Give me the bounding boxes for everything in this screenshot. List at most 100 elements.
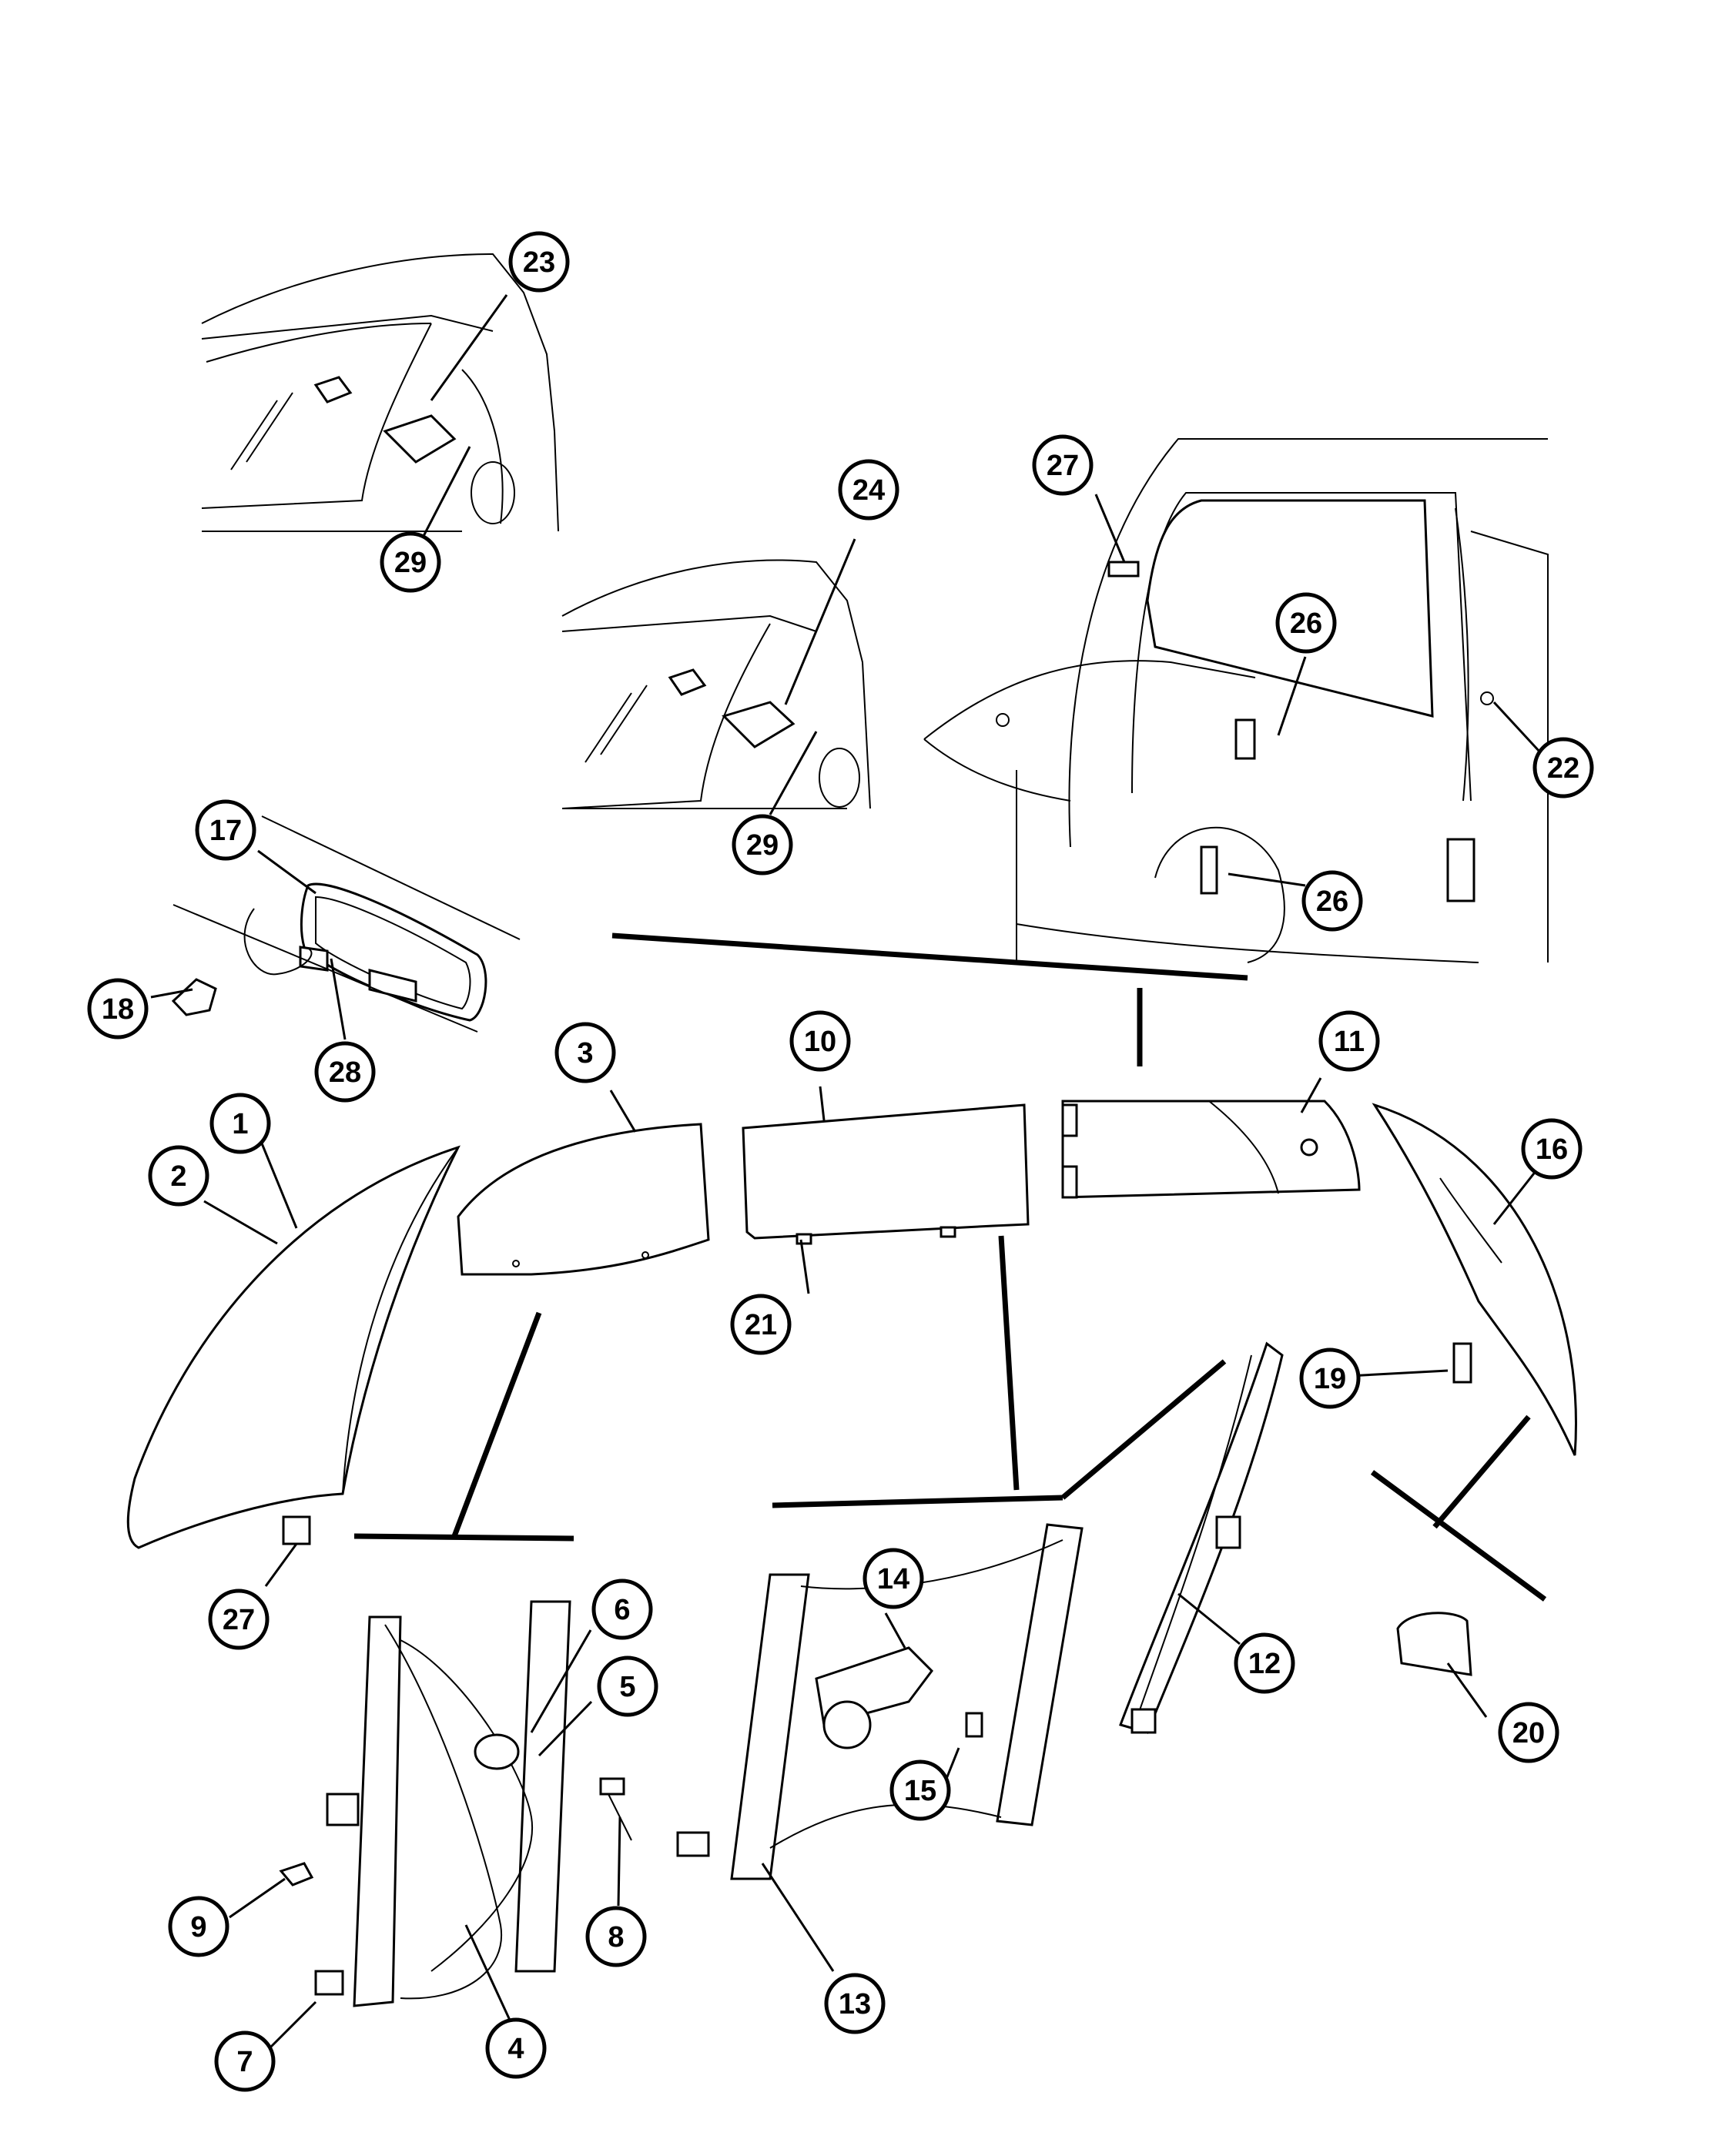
callout-c24: 24	[838, 459, 899, 521]
callout-number: 18	[102, 993, 134, 1026]
callout-c28: 28	[314, 1041, 376, 1103]
callout-number: 17	[209, 815, 242, 847]
callout-circle	[554, 1022, 616, 1083]
callout-number: 5	[619, 1671, 635, 1703]
callout-circle	[485, 2017, 547, 2079]
front-window-regulator	[279, 1600, 632, 2007]
callout-c15: 15	[889, 1759, 951, 1821]
run-channel	[1119, 1341, 1284, 1734]
callout-c6: 6	[591, 1578, 653, 1640]
callout-number: 29	[746, 829, 779, 862]
callout-number: 14	[877, 1563, 909, 1595]
callout-circle	[838, 459, 899, 521]
callout-circle	[1521, 1118, 1583, 1180]
callout-number: 26	[1290, 608, 1322, 640]
quarter-glass	[1061, 1100, 1361, 1199]
callout-number: 23	[523, 246, 555, 279]
callout-c12: 12	[1234, 1632, 1295, 1694]
callout-c16: 16	[1521, 1118, 1583, 1180]
callout-number: 13	[839, 1988, 871, 2020]
callout-number: 26	[1316, 886, 1348, 918]
callout-circle	[314, 1041, 376, 1103]
callout-circle	[585, 1906, 647, 1967]
callout-c27a: 27	[1032, 434, 1094, 496]
leader-lines	[150, 294, 1542, 2054]
callout-number: 2	[170, 1160, 186, 1193]
callout-circle	[1032, 434, 1094, 496]
liftgate-interior-view-2	[561, 559, 871, 809]
spacer-block	[1452, 1342, 1472, 1384]
callout-c21: 21	[730, 1294, 792, 1355]
callout-circle	[380, 531, 441, 593]
callout-circle	[208, 1589, 270, 1650]
callout-circle	[789, 1010, 851, 1072]
callout-c4: 4	[485, 2017, 547, 2079]
rear-door-glass	[742, 1103, 1030, 1245]
callout-number: 8	[608, 1921, 624, 1953]
callout-number: 1	[232, 1108, 248, 1140]
callout-c10: 10	[789, 1010, 851, 1072]
callout-c17: 17	[195, 799, 256, 861]
callout-circle	[209, 1093, 271, 1154]
callout-number: 16	[1536, 1133, 1568, 1166]
callout-number: 11	[1334, 1026, 1365, 1058]
callout-c13: 13	[824, 1973, 886, 2034]
callout-circle	[591, 1578, 653, 1640]
callout-number: 27	[223, 1604, 255, 1636]
callout-circle	[732, 814, 793, 875]
callout-c27b: 27	[208, 1589, 270, 1650]
callout-c29b: 29	[732, 814, 793, 875]
callout-circle	[1234, 1632, 1295, 1694]
callout-c19: 19	[1299, 1348, 1361, 1409]
callout-c29a: 29	[380, 531, 441, 593]
callout-circle	[730, 1294, 792, 1355]
callout-circle	[597, 1656, 658, 1717]
callout-c2: 2	[148, 1145, 209, 1207]
callout-c1: 1	[209, 1093, 271, 1154]
callout-circle	[214, 2030, 276, 2092]
callout-c18: 18	[87, 978, 149, 1040]
callout-circle	[508, 231, 570, 293]
callout-circle	[1532, 737, 1594, 798]
callout-number: 21	[745, 1309, 777, 1341]
callout-number: 9	[190, 1911, 206, 1943]
callout-number: 27	[1047, 450, 1079, 482]
callout-circle	[195, 799, 256, 861]
callout-number: 7	[236, 2046, 253, 2078]
callout-circle	[1318, 1010, 1380, 1072]
rear-window-regulator	[676, 1523, 1084, 1880]
callout-number: 22	[1547, 752, 1579, 785]
callout-circle	[1299, 1348, 1361, 1409]
callout-circle	[889, 1759, 951, 1821]
back-glass	[1372, 1103, 1577, 1456]
callout-circle	[168, 1896, 229, 1957]
callout-c3: 3	[554, 1022, 616, 1083]
rearview-mirror	[171, 815, 521, 1033]
callout-number: 29	[394, 547, 427, 579]
callout-c11: 11	[1318, 1010, 1380, 1072]
callout-number: 28	[329, 1056, 361, 1089]
callout-c23: 23	[508, 231, 570, 293]
callout-circle	[824, 1973, 886, 2034]
callout-circle	[1275, 592, 1337, 654]
callout-c5: 5	[597, 1656, 658, 1717]
callout-c26b: 26	[1301, 870, 1363, 932]
bracket-20	[1396, 1612, 1472, 1676]
front-door-glass	[457, 1123, 710, 1276]
callout-c14: 14	[862, 1548, 924, 1609]
callout-circle	[1301, 870, 1363, 932]
callout-circle	[1498, 1702, 1559, 1763]
callout-number: 4	[507, 2033, 524, 2065]
callout-number: 6	[614, 1594, 630, 1626]
callout-number: 20	[1512, 1717, 1545, 1749]
callout-number: 19	[1314, 1363, 1346, 1395]
callout-c8: 8	[585, 1906, 647, 1967]
windshield	[126, 1145, 461, 1549]
callout-c22: 22	[1532, 737, 1594, 798]
callout-number: 12	[1248, 1648, 1281, 1680]
callout-c9: 9	[168, 1896, 229, 1957]
callout-c7: 7	[214, 2030, 276, 2092]
liftgate-interior-view-1	[201, 253, 559, 532]
